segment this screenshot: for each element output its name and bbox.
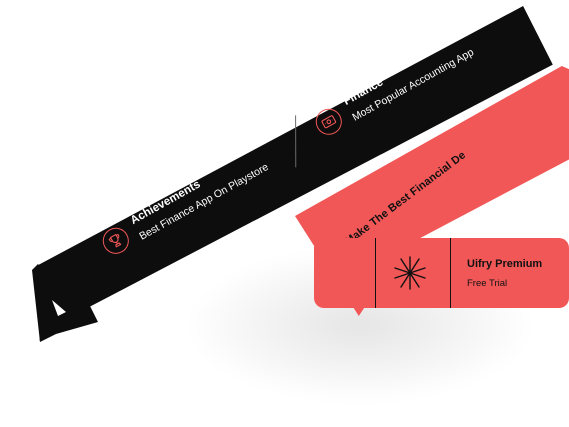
banner-content: Achievements Best Finance App On Playsto…	[88, 0, 569, 282]
money-card-icon	[311, 104, 347, 140]
trophy-icon	[98, 223, 134, 259]
achievements-item: Achievements Best Finance App On Playsto…	[93, 161, 271, 279]
sparkle-star-icon	[394, 256, 426, 290]
banner-divider	[295, 115, 297, 168]
ticket-divider	[375, 238, 376, 308]
premium-ticket-card[interactable]: Uifry Premium Free Trial	[314, 238, 569, 308]
finance-item: Finance Most Popular Accounting App	[306, 46, 476, 160]
ticket-subtitle: Free Trial	[467, 278, 508, 289]
letter-a-logo-icon	[32, 264, 98, 342]
ticket-title: Uifry Premium	[467, 258, 543, 270]
ticket-divider	[450, 238, 451, 308]
